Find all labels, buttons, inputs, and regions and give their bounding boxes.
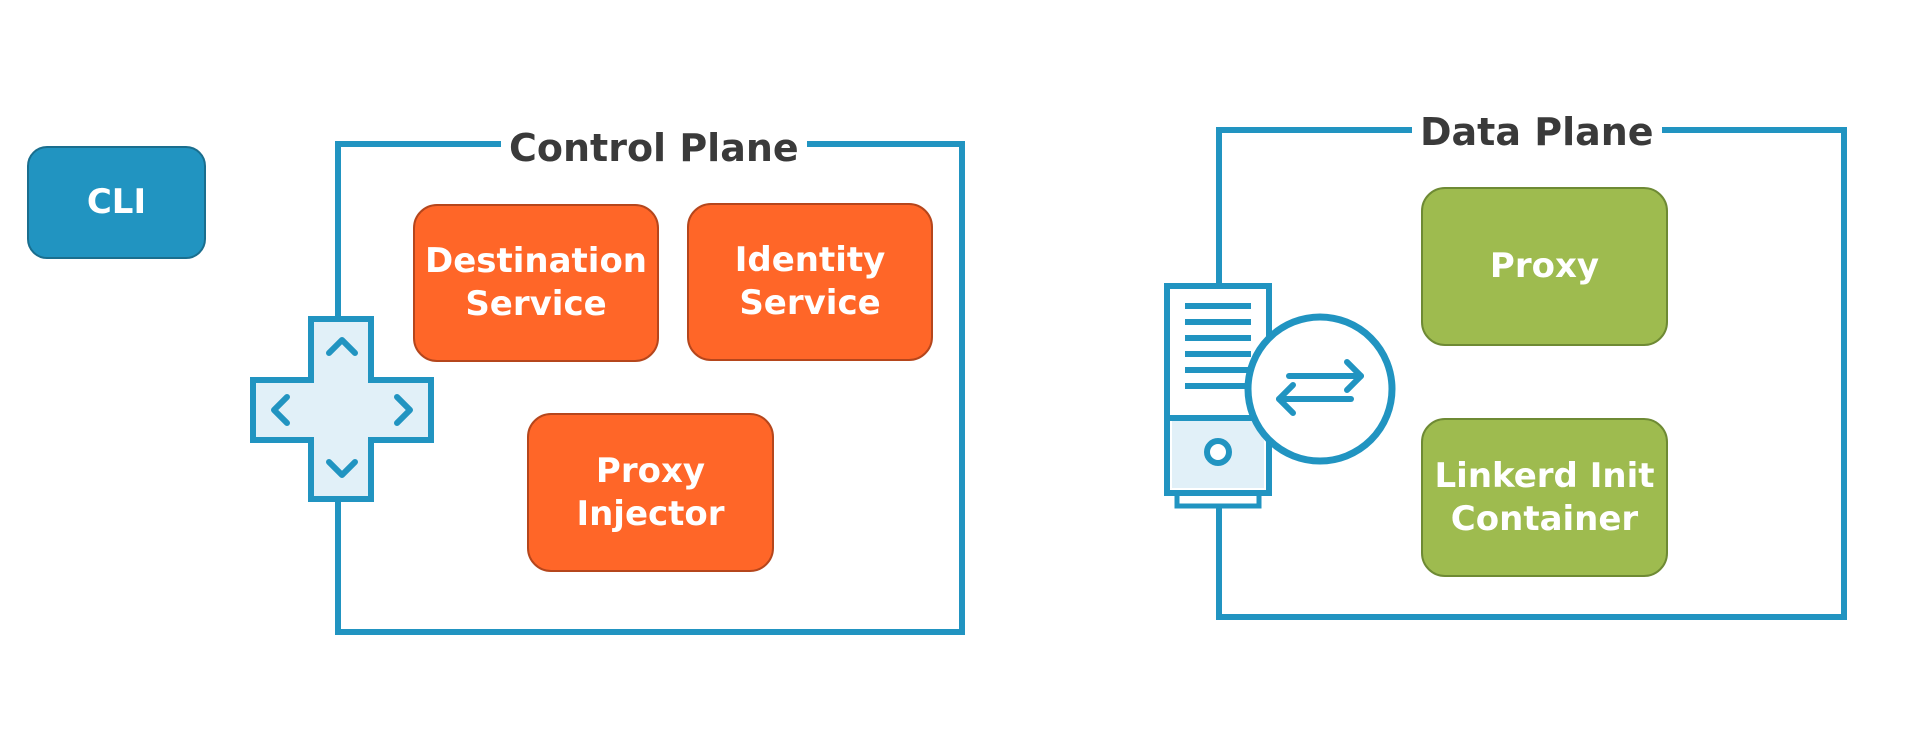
proxy-injector-label: Proxy Injector [576, 450, 725, 534]
identity-service-box: Identity Service [687, 203, 933, 361]
linkerd-init-container-box: Linkerd Init Container [1421, 418, 1668, 577]
cli-label: CLI [86, 182, 147, 222]
destination-service-box: Destination Service [413, 204, 659, 362]
identity-service-label: Identity Service [734, 240, 886, 323]
data-plane-title: Data Plane [1412, 109, 1662, 155]
control-plane-title: Control Plane [501, 125, 807, 171]
dpad-controller-icon [250, 316, 434, 502]
cli-box: CLI [27, 146, 206, 259]
proxy-box: Proxy [1421, 187, 1668, 346]
linkerd-init-container-label: Linkerd Init Container [1434, 455, 1655, 539]
proxy-label: Proxy [1489, 246, 1600, 286]
server-exchange-icon [1164, 283, 1396, 509]
destination-service-label: Destination Service [424, 241, 648, 324]
proxy-injector-box: Proxy Injector [527, 413, 774, 572]
